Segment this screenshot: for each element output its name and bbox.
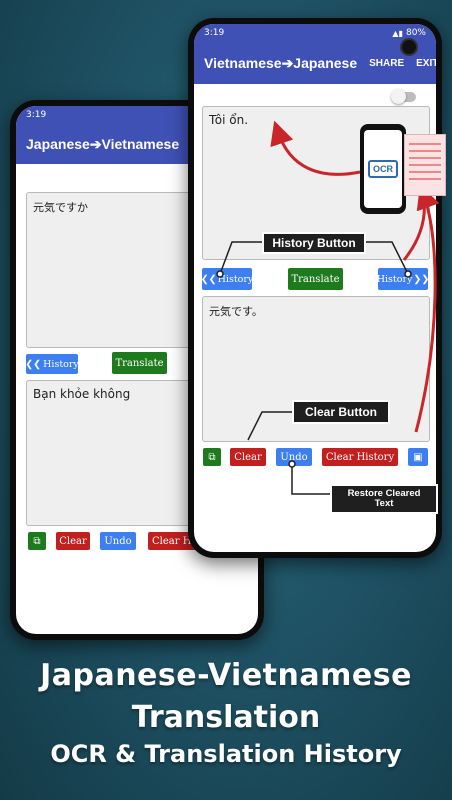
front-history-right-button[interactable]: History ❯❯ [378, 268, 428, 290]
front-clear-button[interactable]: Clear [230, 448, 266, 466]
back-clear-label: Clear [59, 535, 87, 547]
signal-icon: ▲▮ [392, 28, 403, 38]
back-status-time: 3:19 [26, 110, 47, 120]
clear-button-callout-text: Clear Button [305, 405, 377, 419]
headline-line-2: Translation [131, 700, 321, 735]
front-app-bar: Vietnamese➔Japanese SHARE EXIT [194, 42, 436, 84]
back-undo-button[interactable]: Undo [100, 532, 136, 550]
front-undo-label: Undo [280, 451, 308, 463]
chevron-right-icon: ❯❯ [413, 273, 428, 285]
chevron-left-icon: ❮❮ [26, 358, 42, 370]
back-app-title: Japanese➔Vietnamese [26, 135, 180, 152]
front-app-title: Vietnamese➔Japanese [204, 54, 358, 71]
back-clear-button[interactable]: Clear [56, 532, 90, 550]
front-battery: 80% [405, 28, 426, 38]
front-phone: 3:19 ▲▮ 80% Vietnamese➔Japanese SHARE EX… [188, 18, 442, 558]
doc-lines [409, 143, 441, 183]
back-input-box[interactable]: 元気ですか [26, 192, 196, 348]
ocr-toggle[interactable] [391, 89, 416, 104]
back-copy-button[interactable]: ⧉ [28, 532, 46, 550]
ocr-graphic: OCR [360, 124, 406, 214]
back-clear-history-button[interactable]: Clear H [148, 532, 196, 550]
front-translate-label: Translate [291, 273, 340, 285]
front-translate-button[interactable]: Translate [288, 268, 343, 290]
front-clear-history-button[interactable]: Clear History [322, 448, 398, 466]
ocr-label: OCR [373, 164, 393, 174]
headline-line-3: OCR & Translation History [50, 740, 402, 768]
front-undo-button[interactable]: Undo [276, 448, 312, 466]
clear-button-callout: Clear Button [292, 400, 390, 424]
front-phone-screen: 3:19 ▲▮ 80% Vietnamese➔Japanese SHARE EX… [194, 24, 436, 552]
back-input-text: 元気ですか [33, 201, 88, 214]
back-translate-button[interactable]: Translate [112, 352, 167, 374]
front-image-button[interactable]: ▣ [408, 448, 428, 466]
back-undo-label: Undo [104, 535, 132, 547]
ocr-graphic-screen: OCR [364, 130, 402, 208]
back-output-text: Bạn khỏe không [33, 387, 131, 401]
toggle-knob [391, 89, 406, 104]
back-translate-label: Translate [115, 357, 164, 369]
restore-cleared-callout-text: Restore Cleared Text [347, 488, 421, 509]
back-history-label: History [43, 358, 78, 370]
front-history-right-label: History [378, 273, 413, 285]
camera-hole-icon [400, 38, 418, 56]
back-output-box[interactable]: Bạn khỏe không [26, 380, 196, 526]
front-input-text: Tôi ổn. [209, 113, 249, 127]
front-output-text: 元気です。 [209, 305, 263, 318]
back-clear-history-label: Clear H [152, 535, 192, 547]
front-copy-button[interactable]: ⧉ [203, 448, 221, 466]
ocr-scan-frame: OCR [368, 160, 398, 178]
front-history-left-label: History [217, 273, 252, 285]
copy-icon: ⧉ [33, 535, 41, 547]
chevron-left-icon: ❮❮ [202, 273, 217, 285]
front-history-left-button[interactable]: ❮❮ History [202, 268, 252, 290]
front-clear-label: Clear [234, 451, 262, 463]
exit-button[interactable]: EXIT [416, 57, 436, 69]
history-button-callout-text: History Button [272, 236, 356, 250]
headline-line-1: Japanese-Vietnamese [40, 658, 412, 693]
copy-icon: ⧉ [208, 451, 216, 463]
front-status-bar: 3:19 ▲▮ 80% [194, 24, 436, 42]
restore-cleared-callout: Restore Cleared Text [330, 484, 438, 514]
front-clear-history-label: Clear History [325, 451, 395, 463]
ocr-document-icon [404, 134, 446, 196]
back-history-button[interactable]: ❮❮ History [26, 354, 78, 374]
front-status-time: 3:19 [204, 28, 225, 38]
front-status-icons: ▲▮ 80% [392, 28, 426, 38]
history-button-callout: History Button [262, 232, 366, 254]
image-icon: ▣ [413, 451, 423, 463]
share-button[interactable]: SHARE [369, 57, 405, 69]
